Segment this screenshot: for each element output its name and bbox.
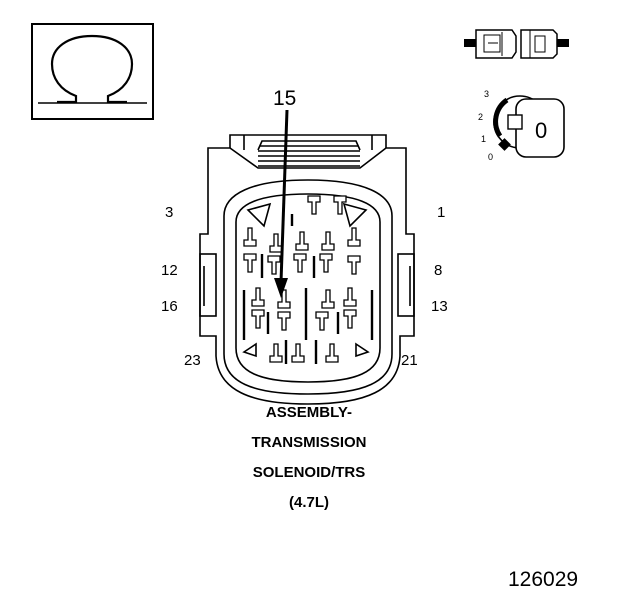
ignition-key-off-icon bbox=[493, 95, 565, 158]
ignition-position-2: 2 bbox=[478, 112, 483, 122]
terminal-cavity bbox=[291, 343, 305, 363]
terminal-cavity bbox=[347, 227, 361, 247]
terminal-cavity bbox=[333, 195, 347, 215]
pin-label-21: 21 bbox=[401, 352, 418, 369]
pin-label-23: 23 bbox=[184, 352, 201, 369]
connector-housing bbox=[199, 134, 415, 405]
pin-label-3: 3 bbox=[165, 204, 173, 221]
callout-arrow bbox=[274, 109, 289, 298]
terminal-cavity bbox=[267, 255, 281, 275]
terminal-cavity bbox=[307, 195, 321, 215]
pin-label-13: 13 bbox=[431, 298, 448, 315]
terminal-cavity bbox=[315, 311, 329, 331]
terminal-cavity bbox=[343, 287, 357, 307]
terminal-cavity bbox=[325, 343, 339, 363]
caption-line-4: (4.7L) bbox=[289, 494, 329, 511]
pin-label-1: 1 bbox=[437, 204, 445, 221]
terminal-cavity bbox=[251, 309, 265, 329]
caption-line-3: SOLENOID/TRS bbox=[253, 464, 366, 481]
terminal-cavity bbox=[295, 231, 309, 251]
terminal-cavity bbox=[277, 289, 291, 309]
terminal-cavity bbox=[293, 253, 307, 273]
terminal-cavity bbox=[321, 289, 335, 309]
ohmmeter-icon bbox=[31, 23, 154, 120]
terminal-cavity bbox=[243, 227, 257, 247]
terminal-cavity bbox=[277, 311, 291, 331]
terminal-cavity bbox=[319, 253, 333, 273]
terminal-cavity bbox=[251, 287, 265, 307]
ignition-key-label: 0 bbox=[535, 118, 547, 143]
terminal-cavity bbox=[321, 231, 335, 251]
terminal-array bbox=[242, 195, 374, 364]
figure-number: 126029 bbox=[508, 568, 578, 591]
callout-pin-number: 15 bbox=[273, 87, 296, 110]
ignition-position-1: 1 bbox=[481, 134, 486, 144]
ignition-position-0: 0 bbox=[488, 152, 493, 162]
pin-label-12: 12 bbox=[161, 262, 178, 279]
terminal-cavity bbox=[347, 255, 361, 275]
pin-label-16: 16 bbox=[161, 298, 178, 315]
ignition-position-3: 3 bbox=[484, 89, 489, 99]
terminal-cavity bbox=[269, 343, 283, 363]
connector-disconnected-icon bbox=[464, 29, 569, 59]
caption-line-2: TRANSMISSION bbox=[251, 434, 366, 451]
caption-line-1: ASSEMBLY- bbox=[266, 404, 352, 421]
terminal-cavity bbox=[269, 233, 283, 253]
pin-label-8: 8 bbox=[434, 262, 442, 279]
terminal-cavity bbox=[243, 253, 257, 273]
terminal-cavity bbox=[343, 309, 357, 329]
